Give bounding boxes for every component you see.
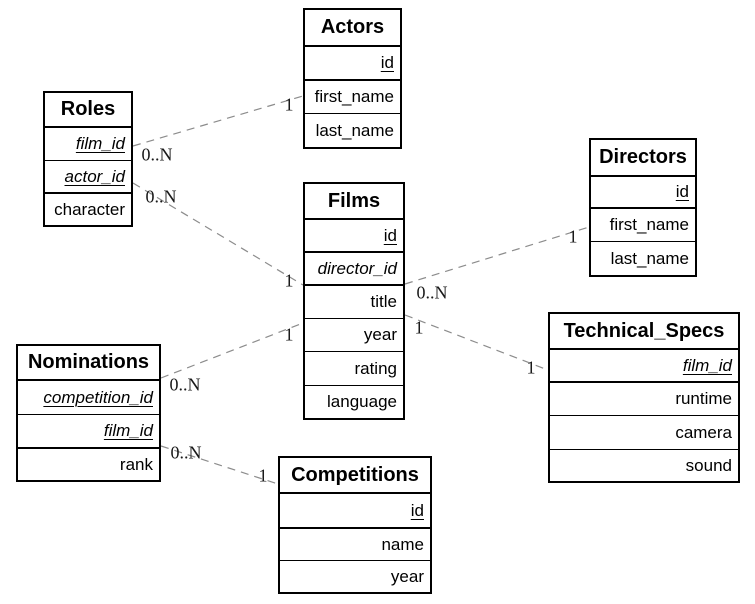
entity-title-competitions: Competitions (280, 458, 430, 494)
entity-title-technical-specs: Technical_Specs (550, 314, 738, 350)
field-technical-specs-sound: sound (685, 455, 732, 475)
cardinality-label: 0..N (416, 282, 448, 303)
entity-title-directors: Directors (591, 140, 695, 177)
field-directors-first-name: first_name (591, 209, 695, 242)
field-directors-id: id (591, 177, 695, 209)
cardinality-label: 1 (284, 324, 294, 345)
field-roles-actor-id: actor_id (45, 161, 131, 194)
field-actors-first-name: first_name (305, 81, 400, 114)
cardinality-label: 1 (414, 317, 424, 338)
field-films-director-id: director_id (305, 253, 403, 286)
cardinality-label: 1 (258, 465, 268, 486)
cardinality-label: 0..N (170, 442, 202, 463)
field-actors-last-name: last_name (315, 120, 394, 140)
field-nominations-film-id: film_id (18, 415, 159, 449)
field-competitions-year: year (390, 566, 424, 586)
field-technical-specs-film-id: film_id (550, 350, 738, 383)
entity-title-actors: Actors (305, 10, 400, 47)
relationship-line-roles-films (132, 182, 304, 286)
field-films-language: language (327, 392, 397, 411)
relationship-line-nominations-films (160, 322, 304, 379)
field-competitions-name: name (280, 529, 430, 561)
cardinality-label: 0..N (169, 374, 201, 395)
field-technical-specs-runtime: runtime (550, 383, 738, 416)
field-nominations-competition-id: competition_id (18, 381, 159, 415)
entity-title-roles: Roles (45, 93, 131, 128)
field-films-id: id (305, 220, 403, 253)
field-nominations-rank: rank (119, 454, 153, 474)
relationship-line-films-directors (404, 226, 590, 285)
cardinality-label: 1 (568, 226, 578, 247)
field-films-year: year (305, 319, 403, 352)
field-competitions-id: id (280, 494, 430, 529)
relationship-line-roles-actors (132, 95, 304, 147)
field-technical-specs-camera: camera (550, 416, 738, 450)
field-films-title: title (305, 286, 403, 319)
relationship-line-nominations-competitions (160, 445, 279, 485)
cardinality-label: 0..N (141, 144, 173, 165)
field-roles-character: character (54, 199, 125, 219)
field-roles-film-id: film_id (45, 128, 131, 161)
cardinality-label: 1 (526, 357, 536, 378)
entity-title-nominations: Nominations (18, 346, 159, 381)
field-actors-id: id (305, 47, 400, 81)
cardinality-label: 1 (284, 94, 294, 115)
cardinality-label: 1 (284, 270, 294, 291)
entity-title-films: Films (305, 184, 403, 220)
field-films-rating: rating (305, 352, 403, 386)
field-directors-last-name: last_name (610, 248, 689, 268)
relationship-line-films-technical-specs (404, 314, 549, 371)
cardinality-label: 0..N (145, 186, 177, 207)
